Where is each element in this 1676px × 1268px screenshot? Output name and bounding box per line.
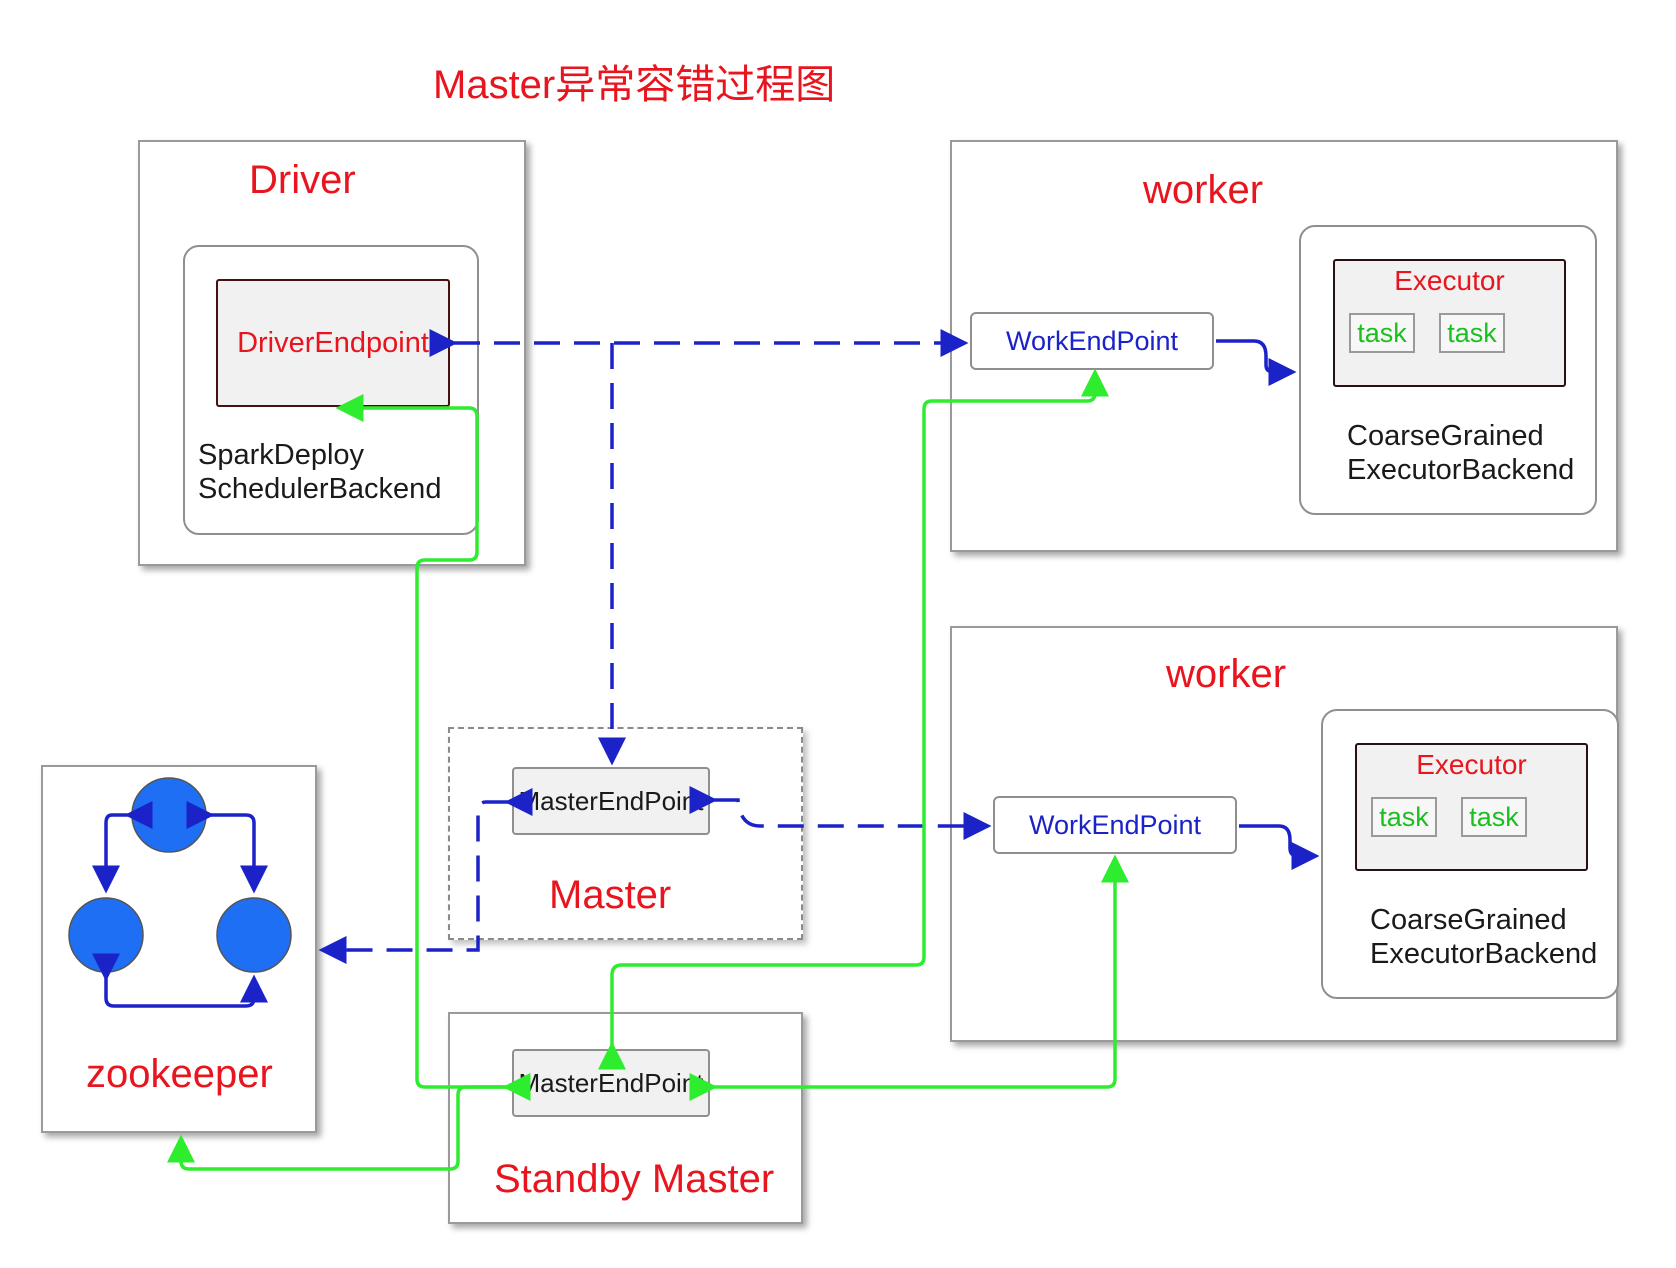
task-1-2: task — [1439, 313, 1505, 353]
worker-endpoint-1: WorkEndPoint — [970, 312, 1214, 370]
zookeeper-node-top — [131, 777, 207, 853]
task-2-2: task — [1461, 797, 1527, 837]
zookeeper-node-right — [216, 897, 292, 973]
executor-backend-label-1: CoarseGrained ExecutorBackend — [1347, 420, 1575, 486]
standby-master-title: Standby Master — [494, 1157, 775, 1201]
executor-backend-label-2: CoarseGrained ExecutorBackend — [1370, 904, 1598, 970]
task-1-1: task — [1349, 313, 1415, 353]
driver-title: Driver — [249, 158, 356, 202]
executor-1: Executor task task — [1333, 259, 1566, 387]
worker-title-2: worker — [1166, 652, 1287, 696]
executor-2: Executor task task — [1355, 743, 1588, 871]
zookeeper-title: zookeeper — [86, 1052, 273, 1096]
diagram-title: Master异常容错过程图 — [433, 63, 836, 107]
task-2-1: task — [1371, 797, 1437, 837]
executor-title-2: Executor — [1416, 749, 1527, 780]
worker-title-1: worker — [1143, 168, 1264, 212]
driver-endpoint: DriverEndpoint — [216, 279, 450, 407]
zookeeper-node-left — [68, 897, 144, 973]
executor-title-1: Executor — [1394, 265, 1505, 296]
